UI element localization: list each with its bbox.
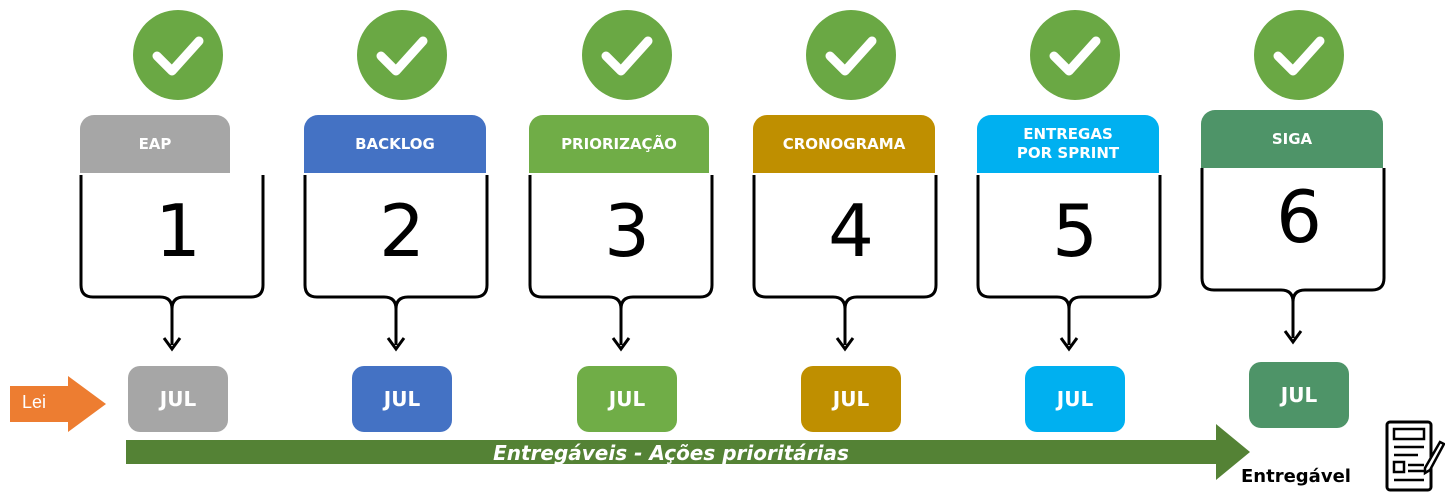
step-title: BACKLOG [304,115,486,173]
check-circle-icon [806,10,896,100]
step-number: 4 [828,189,874,273]
check-circle-icon [357,10,447,100]
lei-label: Lei [22,392,47,412]
month-badge: JUL [1249,362,1349,428]
month-badge: JUL [128,366,228,432]
check-circle-icon [582,10,672,100]
bracket-connector [1200,168,1386,345]
step-title: CRONOGRAMA [753,115,935,173]
month-badge: JUL [352,366,452,432]
step-6: SIGA 6 JUL [1199,0,1399,440]
timeline-arrow [126,424,1250,480]
step-1: EAP 1 JUL [78,0,278,440]
bracket-connector [976,175,1162,352]
bracket-connector [528,175,714,352]
step-4: CRONOGRAMA 4 JUL [751,0,951,440]
bracket-connector [79,175,265,352]
lei-arrow-icon [10,376,106,432]
step-number: 3 [604,189,650,273]
deliverable-label: Entregável [1241,466,1351,487]
step-2: BACKLOG 2 JUL [302,0,502,440]
step-title: SIGA [1201,110,1383,168]
month-badge: JUL [1025,366,1125,432]
step-number: 2 [379,189,425,273]
check-circle-icon [1030,10,1120,100]
step-title: PRIORIZAÇÃO [529,115,709,173]
step-number: 6 [1276,175,1322,259]
step-title: ENTREGAS POR SPRINT [977,115,1159,173]
check-circle-icon [1254,10,1344,100]
month-badge: JUL [577,366,677,432]
step-3: PRIORIZAÇÃO 3 JUL [527,0,727,440]
timeline-label: Entregáveis - Ações prioritárias [493,441,849,465]
step-title: EAP [80,115,230,173]
step-number: 5 [1052,189,1098,273]
bracket-connector [752,175,938,352]
bracket-connector [303,175,489,352]
step-number: 1 [155,189,201,273]
month-badge: JUL [801,366,901,432]
document-icon [1385,420,1445,492]
check-circle-icon [133,10,223,100]
step-5: ENTREGAS POR SPRINT 5 JUL [975,0,1175,440]
